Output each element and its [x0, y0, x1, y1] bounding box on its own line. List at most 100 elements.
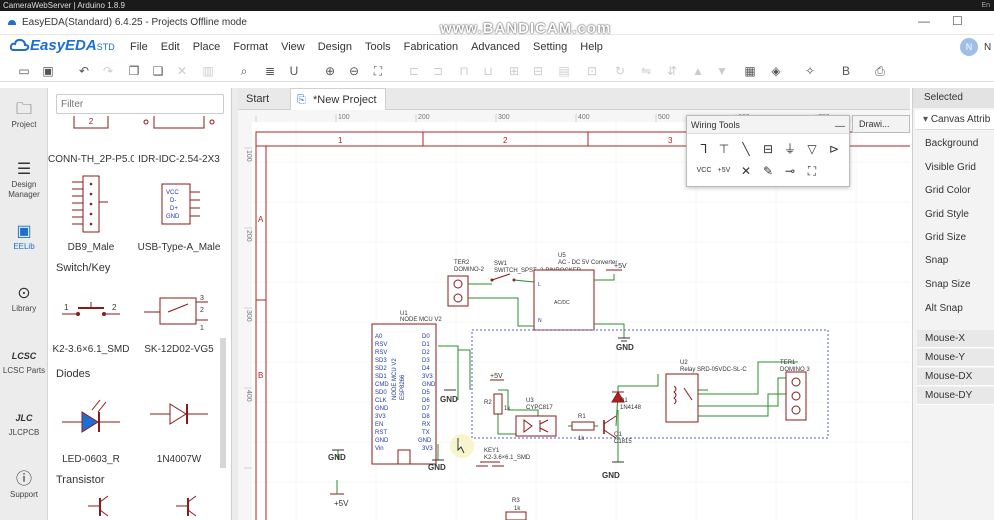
align-center-icon[interactable]: ⊞: [508, 64, 520, 78]
panel-splitter[interactable]: [232, 88, 238, 520]
align-left-icon[interactable]: ⊏: [408, 64, 420, 78]
zoom-in-icon[interactable]: ⊕: [324, 64, 336, 78]
menu-view[interactable]: View: [281, 41, 305, 53]
fit-view-icon[interactable]: ⛶: [373, 64, 383, 78]
prop-background[interactable]: Background: [925, 138, 979, 149]
menu-advanced[interactable]: Advanced: [471, 41, 521, 53]
part-1n4007w[interactable]: 1N4007W: [136, 388, 222, 470]
menu-edit[interactable]: Edit: [160, 41, 180, 53]
search-icon[interactable]: ⌕: [240, 64, 248, 78]
library-scrollbar[interactable]: [220, 338, 226, 468]
vcc-flag-icon[interactable]: VCC: [696, 167, 712, 174]
component-d1[interactable]: D1 1N4148: [611, 391, 642, 411]
send-back-icon[interactable]: ▼: [716, 64, 728, 78]
paste-icon[interactable]: ❏: [152, 64, 164, 78]
part-idr-idc[interactable]: IDR-IDC-2.54-2X3: [136, 109, 222, 168]
part-k2-switch[interactable]: 1 2 K2-3.6×6.1_SMD: [48, 282, 134, 364]
cut-icon[interactable]: ✕: [176, 64, 188, 78]
tab-start[interactable]: Start: [246, 93, 270, 105]
menu-tools[interactable]: Tools: [364, 41, 391, 53]
convert-pcb-icon[interactable]: ◈: [771, 64, 781, 78]
nav-project[interactable]: 🗀 Project: [0, 100, 48, 129]
user-name[interactable]: N: [984, 42, 992, 53]
prop-grid-size[interactable]: Grid Size: [925, 232, 967, 243]
distribute-v-icon[interactable]: ▤: [558, 64, 570, 78]
align-top-icon[interactable]: ⊓: [459, 64, 469, 78]
plus5v-flag-icon[interactable]: +5V: [717, 167, 731, 174]
wiring-tools-header[interactable]: Wiring Tools —: [687, 116, 849, 134]
menu-help[interactable]: Help: [580, 41, 603, 53]
component-q1[interactable]: Q1 C1815: [603, 415, 632, 445]
pin-tool-icon[interactable]: ⊸: [784, 164, 796, 178]
component-u3[interactable]: U3 CYPC817: [515, 398, 557, 437]
component-r1[interactable]: R1 1k: [571, 414, 595, 442]
delete-icon[interactable]: ▥: [202, 64, 214, 78]
canvas-attributes-section[interactable]: ▾ Canvas Attrib: [915, 110, 994, 130]
minimize-button[interactable]: —: [918, 14, 930, 28]
prop-grid-color[interactable]: Grid Color: [925, 185, 971, 196]
component-ter2[interactable]: TER2 DOMINO-2: [447, 260, 485, 307]
undo-icon[interactable]: ↶: [78, 64, 90, 78]
bus-tool-icon[interactable]: ⊤: [718, 142, 730, 156]
menu-format[interactable]: Format: [233, 41, 269, 53]
new-file-icon[interactable]: ▭: [18, 64, 30, 78]
menu-setting[interactable]: Setting: [533, 41, 568, 53]
prop-snap[interactable]: Snap: [925, 255, 949, 266]
align-bottom-icon[interactable]: ⊔: [483, 64, 493, 78]
flip-v-icon[interactable]: ⇵: [666, 64, 678, 78]
prop-grid-style[interactable]: Grid Style: [925, 209, 969, 220]
component-key1[interactable]: KEY1 K2-3.6×6.1_SMD: [450, 434, 531, 467]
user-avatar[interactable]: N: [960, 38, 978, 56]
nav-support[interactable]: ⓘ Support: [0, 470, 48, 499]
find-similar-icon[interactable]: ≣: [264, 64, 276, 78]
align-right-icon[interactable]: ⊐: [432, 64, 444, 78]
bus-entry-icon[interactable]: ╲: [742, 142, 750, 156]
align-grid-icon[interactable]: ⊡: [586, 64, 598, 78]
menu-file[interactable]: File: [130, 41, 148, 53]
component-ter1[interactable]: TER1 DOMINO 3: [780, 360, 810, 421]
nav-eelib[interactable]: ▣ EELib: [0, 222, 48, 251]
filter-input[interactable]: [56, 94, 224, 114]
drawing-tools-collapsed[interactable]: Drawi...: [852, 115, 910, 133]
export-icon[interactable]: ⎙: [875, 64, 885, 78]
bring-front-icon[interactable]: ▲: [692, 64, 704, 78]
component-u5[interactable]: L N AC/DC U5 AC - DC 5V Converter: [533, 253, 617, 331]
menu-design[interactable]: Design: [317, 41, 352, 53]
part-led-0603[interactable]: LED-0603_R: [48, 388, 134, 470]
component-u1-nodemcu[interactable]: U1 NODE MCU V2 NODE MCU V2 ESP8266 A0 RS…: [371, 311, 442, 465]
prop-visible-grid[interactable]: Visible Grid: [925, 162, 976, 173]
nav-lcsc-parts[interactable]: LCSC LCSC Parts: [0, 346, 48, 376]
wiring-tools-close[interactable]: —: [835, 121, 845, 132]
tab-new-project[interactable]: ⎘ *New Project: [290, 88, 386, 110]
copy-icon[interactable]: ❐: [128, 64, 140, 78]
group-tool-icon[interactable]: ⛶: [807, 164, 817, 178]
rotate-icon[interactable]: ↻: [614, 64, 626, 78]
part-usb-type-a[interactable]: VCC D- D+ GND USB-Type-A_Male: [136, 172, 222, 260]
zoom-out-icon[interactable]: ⊖: [348, 64, 360, 78]
bom-icon[interactable]: ▦: [744, 64, 756, 78]
maximize-button[interactable]: ☐: [952, 14, 963, 28]
net-port-icon[interactable]: ⊳: [828, 142, 840, 156]
voltage-probe-icon[interactable]: ✎: [762, 164, 774, 178]
flip-h-icon[interactable]: ⇋: [640, 64, 652, 78]
prop-snap-size[interactable]: Snap Size: [925, 279, 971, 290]
menu-fabrication[interactable]: Fabrication: [403, 41, 459, 53]
nav-jlcpcb[interactable]: JLC JLCPCB: [0, 408, 48, 437]
wire-tool-icon[interactable]: ⅂: [700, 142, 708, 156]
part-sk-12d02[interactable]: 3 2 1 SK-12D02-VG5: [136, 282, 222, 364]
no-connect-icon[interactable]: ✕: [740, 164, 752, 178]
distribute-h-icon[interactable]: ⊟: [532, 64, 544, 78]
save-icon[interactable]: ▣: [42, 64, 54, 78]
net-flag-gnd-icon[interactable]: ⏚: [783, 142, 796, 156]
component-u2-relay[interactable]: U2 Relay SRD-05VDC-SL-C: [665, 360, 747, 423]
nav-library[interactable]: ⊙ Library: [0, 284, 48, 313]
net-flag-vcc-icon[interactable]: ▽: [807, 142, 817, 156]
find-replace-icon[interactable]: U: [289, 64, 299, 78]
part-conn-th[interactable]: 2 CONN-TH_2P-P5.0: [48, 109, 134, 168]
simulate-icon[interactable]: B: [841, 64, 850, 78]
net-label-icon[interactable]: ⊟: [762, 142, 774, 156]
component-r3[interactable]: R3 1k: [505, 498, 527, 520]
redo-icon[interactable]: ↷: [102, 64, 114, 78]
part-db9-male[interactable]: DB9_Male: [48, 172, 134, 260]
menu-place[interactable]: Place: [192, 41, 221, 53]
